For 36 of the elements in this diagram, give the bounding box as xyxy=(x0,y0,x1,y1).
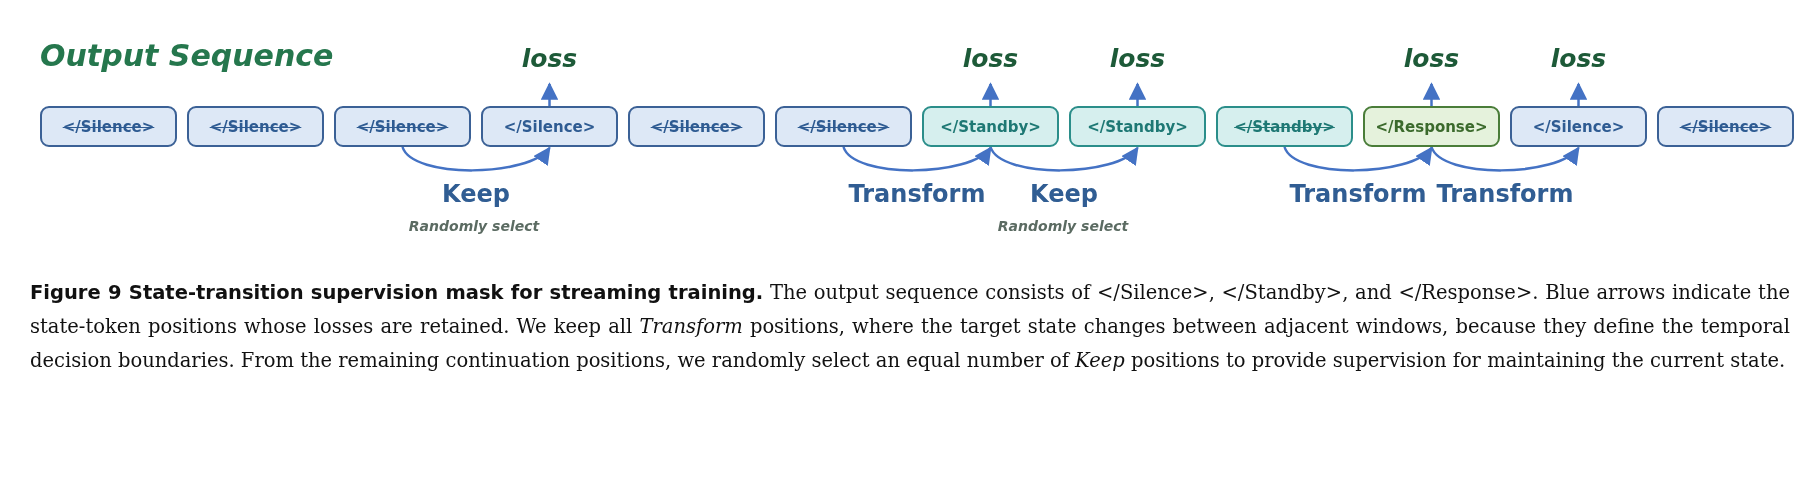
token-box: </Silence> xyxy=(1657,106,1794,147)
loss-label: loss xyxy=(1403,44,1460,73)
token-box: </Standby> xyxy=(922,106,1059,147)
curved-arrow xyxy=(1430,146,1580,172)
note-text: Randomly select xyxy=(408,218,540,234)
edge-label: Keep xyxy=(442,180,510,208)
title: Output Sequence xyxy=(40,38,334,73)
curved-arrow xyxy=(401,146,551,172)
curved-arrow xyxy=(1283,146,1433,172)
arrow xyxy=(981,82,1000,106)
arrow xyxy=(1128,82,1147,106)
arrow xyxy=(540,82,559,106)
edge-label: Transform xyxy=(1289,180,1427,208)
token-box: </Standby> xyxy=(1216,106,1353,147)
arrow xyxy=(1569,82,1588,106)
token-box: </Silence> xyxy=(40,106,177,147)
token-box: </Silence> xyxy=(187,106,324,147)
loss-label: loss xyxy=(1109,44,1166,73)
edge-label: Transform xyxy=(1436,180,1574,208)
caption: Figure 9 State-transition supervision mask for streaming training. The output sequence consists of </Silence>, </Standby>, and </Response>. Blue arrows indicate the state-token positions whose losses are retained. We keep all Transform positions, where the target state changes between adjacent windows, because they define the temporal decision boundaries. From the remaining continuation positions, we randomly select an equal number of Keep positions to provide supervision for maintaining the current state. xyxy=(30,280,1790,374)
loss-label: loss xyxy=(1550,44,1607,73)
edge-label: Transform xyxy=(848,180,986,208)
curved-arrow xyxy=(989,146,1139,172)
curved-arrow xyxy=(842,146,992,172)
token-box: </Standby> xyxy=(1069,106,1206,147)
token-box: </Silence> xyxy=(334,106,471,147)
loss-label: loss xyxy=(521,44,578,73)
token-box: </Silence> xyxy=(775,106,912,147)
token-box: </Silence> xyxy=(628,106,765,147)
token-box: </Silence> xyxy=(1510,106,1647,147)
token-box: </Silence> xyxy=(481,106,618,147)
edge-label: Keep xyxy=(1030,180,1098,208)
arrow xyxy=(1422,82,1441,106)
loss-label: loss xyxy=(962,44,1019,73)
token-box: </Response> xyxy=(1363,106,1500,147)
note-text: Randomly select xyxy=(997,218,1129,234)
